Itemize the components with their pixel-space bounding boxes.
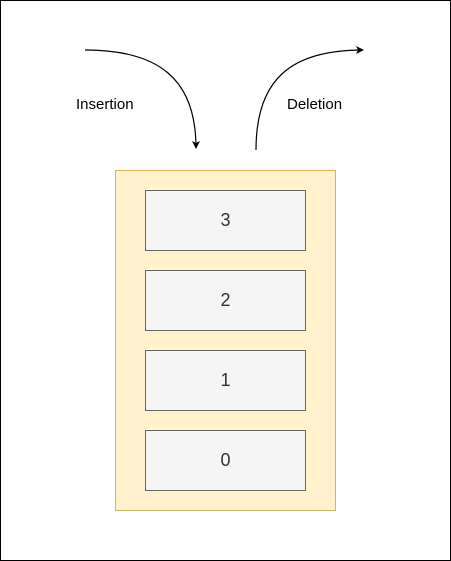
- insertion-label: Insertion: [76, 96, 134, 113]
- stack-item-0: 0: [145, 430, 306, 491]
- stack-item-2: 2: [145, 270, 306, 331]
- deletion-label: Deletion: [287, 96, 343, 113]
- insertion-arrow: [84, 49, 200, 149]
- stack-item-3: 3: [145, 190, 306, 251]
- deletion-arrow: [255, 46, 364, 151]
- stack-container: 3 2 1 0: [115, 170, 336, 511]
- stack-item-1: 1: [145, 350, 306, 411]
